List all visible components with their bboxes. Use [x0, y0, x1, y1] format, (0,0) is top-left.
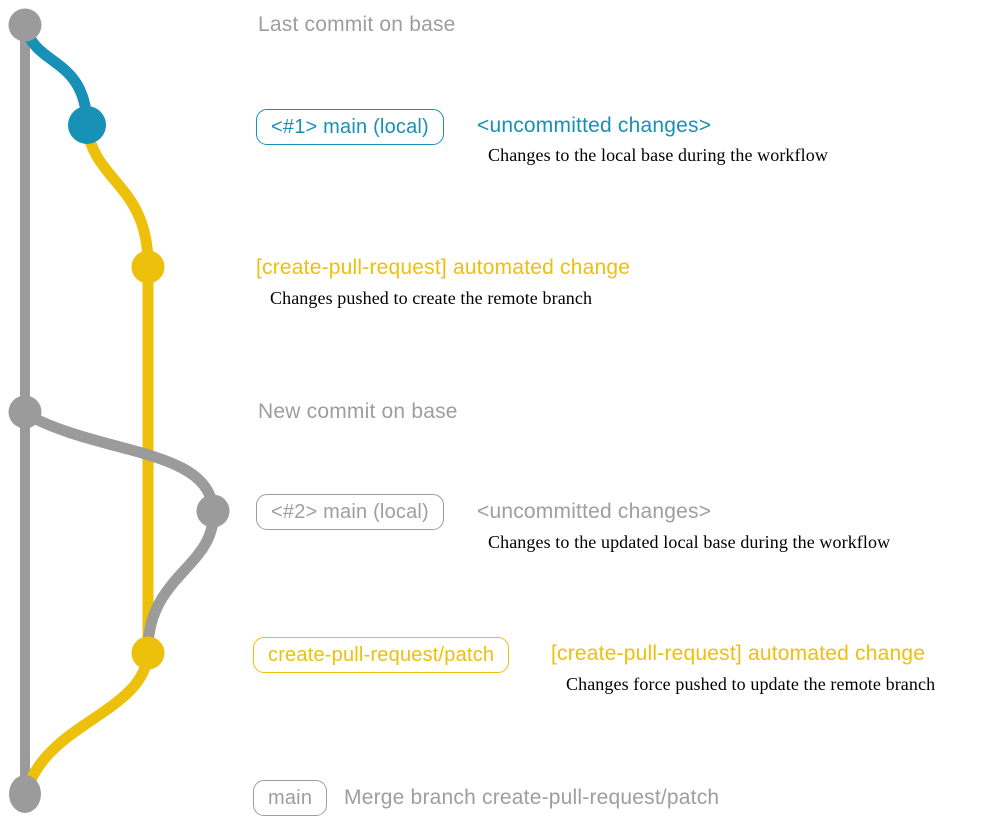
desc-local-base-changes-2: Changes to the updated local base during…	[488, 532, 891, 552]
note-automated-change-2: [create-pull-request] automated change	[551, 642, 926, 665]
commit-dot-automated-change-2	[131, 636, 165, 670]
note-uncommitted-changes-2: <uncommitted changes>	[477, 500, 712, 523]
commit-dot-last-commit-on-base	[8, 8, 42, 42]
commit-dot-local-commit-1	[68, 106, 106, 144]
branch-local-2-line	[20, 408, 219, 654]
note-uncommitted-changes-1: <uncommitted changes>	[477, 114, 712, 137]
branch-patch-line	[21, 121, 154, 796]
branch-local-1-line	[21, 26, 93, 128]
note-automated-change-1: [create-pull-request] automated change	[256, 256, 631, 279]
desc-local-base-changes-1: Changes to the local base during the wor…	[488, 145, 828, 165]
badge-main: main	[253, 780, 328, 816]
desc-force-pushed-update-remote: Changes force pushed to update the remot…	[566, 674, 936, 694]
commit-dot-local-commit-2	[196, 494, 230, 528]
badge-create-pull-request-patch: create-pull-request/patch	[253, 637, 510, 673]
commit-dot-new-commit-on-base	[8, 395, 42, 429]
badge-main-local-2: <#2> main (local)	[256, 494, 444, 530]
desc-pushed-create-remote: Changes pushed to create the remote bran…	[270, 288, 593, 308]
label-new-commit-on-base: New commit on base	[258, 400, 458, 423]
label-last-commit-on-base: Last commit on base	[258, 13, 456, 36]
label-merge-branch: Merge branch create-pull-request/patch	[344, 786, 720, 809]
commit-dot-automated-change-1	[131, 250, 165, 284]
commit-dot-merge-commit	[9, 775, 41, 813]
badge-main-local-1: <#1> main (local)	[256, 109, 444, 145]
